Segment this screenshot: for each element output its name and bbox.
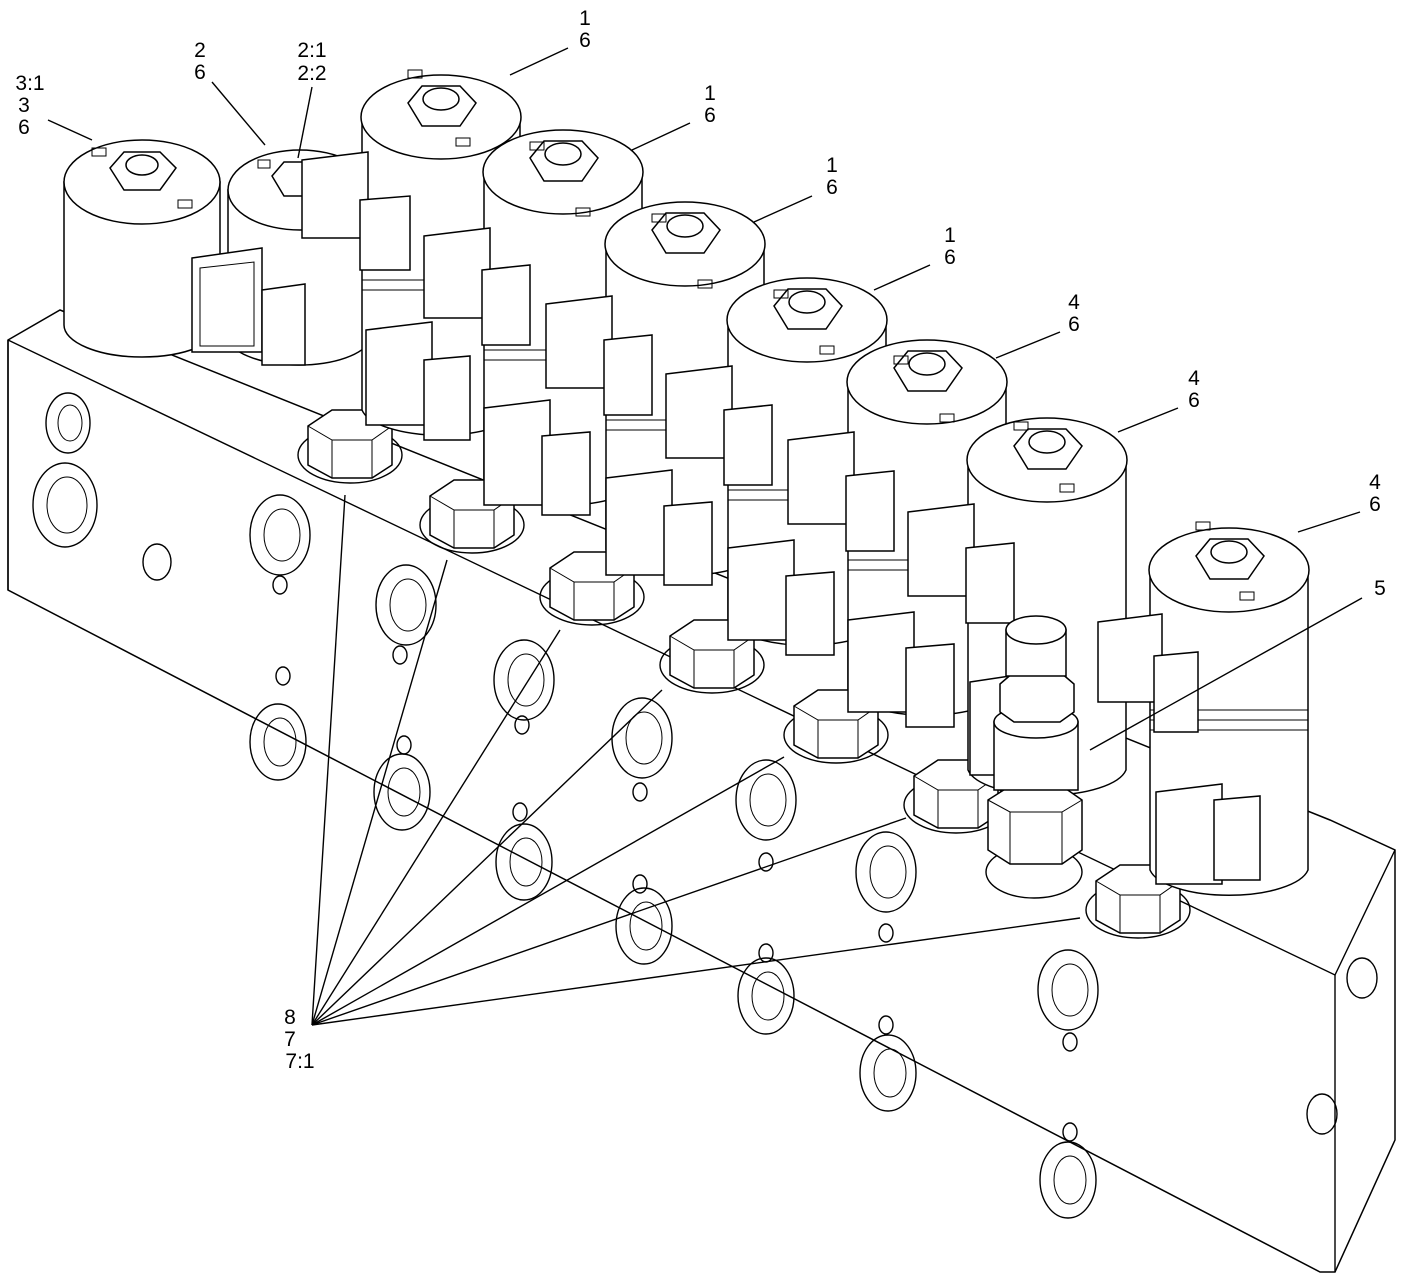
port — [1037, 949, 1099, 1031]
port — [1062, 1122, 1078, 1142]
connector — [1155, 783, 1261, 885]
connector — [787, 431, 895, 552]
port — [495, 823, 553, 901]
callout-text: 6 — [1369, 493, 1381, 516]
connector — [191, 247, 306, 366]
callout-valve-1c: 1 6 — [826, 154, 838, 199]
callout-valve-3: 3:1 3 6 — [15, 72, 44, 139]
connector — [605, 469, 713, 586]
port — [878, 1015, 894, 1035]
connector — [483, 399, 591, 516]
port — [632, 874, 648, 894]
port — [878, 923, 894, 943]
callout-fitting-5: 5 — [1374, 577, 1386, 600]
port — [859, 1034, 917, 1112]
callout-text: 7 — [284, 1028, 296, 1051]
plug-leader-fan — [311, 494, 1081, 1026]
callout-text: 3 — [18, 94, 30, 117]
callout-text: 1 — [826, 154, 838, 177]
connector — [545, 295, 653, 416]
port — [249, 494, 311, 576]
port — [1062, 1032, 1078, 1052]
port — [512, 802, 528, 822]
port — [392, 645, 408, 665]
callout-text: 2 — [194, 39, 206, 62]
connector — [423, 227, 531, 346]
callout-text: 8 — [284, 1006, 296, 1029]
callout-valve-2: 2 6 — [194, 39, 206, 84]
port — [855, 831, 917, 913]
port — [735, 759, 797, 841]
connector — [665, 365, 773, 486]
manifold-ports — [32, 392, 1378, 1219]
callout-valve-4a: 4 6 — [1068, 291, 1080, 336]
port — [758, 852, 774, 872]
callout-text: 5 — [1374, 577, 1386, 600]
port — [615, 887, 673, 965]
callout-valve-4b: 4 6 — [1188, 367, 1200, 412]
port — [45, 392, 91, 454]
port — [272, 575, 288, 595]
callout-text: 6 — [826, 176, 838, 199]
callout-text: 6 — [18, 116, 30, 139]
port — [375, 564, 437, 646]
callout-text: 2:1 — [297, 39, 326, 62]
connector — [1097, 613, 1199, 733]
callout-valve-1d: 1 6 — [944, 224, 956, 269]
port — [1306, 1093, 1338, 1135]
callout-text: 3:1 — [15, 72, 44, 95]
callout-text: 1 — [579, 7, 591, 30]
callout-text: 6 — [944, 246, 956, 269]
callout-text: 4 — [1188, 367, 1200, 390]
callout-text: 6 — [1068, 313, 1080, 336]
connector — [365, 321, 471, 441]
callout-valve-1b: 1 6 — [704, 82, 716, 127]
port — [514, 715, 530, 735]
connector — [727, 539, 835, 656]
callout-text: 6 — [579, 29, 591, 52]
callout-labels: 3:1 3 6 2 6 2:1 2:2 1 6 1 6 1 6 1 6 4 — [15, 7, 1385, 1073]
pressure-fitting — [985, 615, 1083, 899]
connector — [907, 503, 1015, 624]
port — [1039, 1141, 1097, 1219]
callout-text: 6 — [1188, 389, 1200, 412]
callout-valve-1a: 1 6 — [579, 7, 591, 52]
connector — [301, 151, 411, 271]
callout-text: 6 — [194, 61, 206, 84]
port — [1346, 957, 1378, 999]
hex-plug — [297, 409, 403, 484]
port — [249, 703, 307, 781]
port — [737, 957, 795, 1035]
callout-plugs: 8 7 7:1 — [284, 1006, 314, 1073]
leader-lines — [47, 47, 1363, 1026]
port — [373, 753, 431, 831]
callout-valve-2-parts: 2:1 2:2 — [297, 39, 326, 85]
port — [142, 543, 172, 581]
port — [32, 462, 98, 548]
callout-valve-4c: 4 6 — [1369, 471, 1381, 516]
callout-text: 2:2 — [297, 62, 326, 85]
port — [632, 782, 648, 802]
callout-text: 7:1 — [285, 1050, 314, 1073]
callout-text: 1 — [704, 82, 716, 105]
callout-text: 6 — [704, 104, 716, 127]
port — [493, 639, 555, 721]
port — [275, 666, 291, 686]
solenoid-coil — [63, 139, 221, 358]
callout-text: 4 — [1369, 471, 1381, 494]
callout-text: 4 — [1068, 291, 1080, 314]
callout-text: 1 — [944, 224, 956, 247]
connector — [847, 611, 955, 728]
